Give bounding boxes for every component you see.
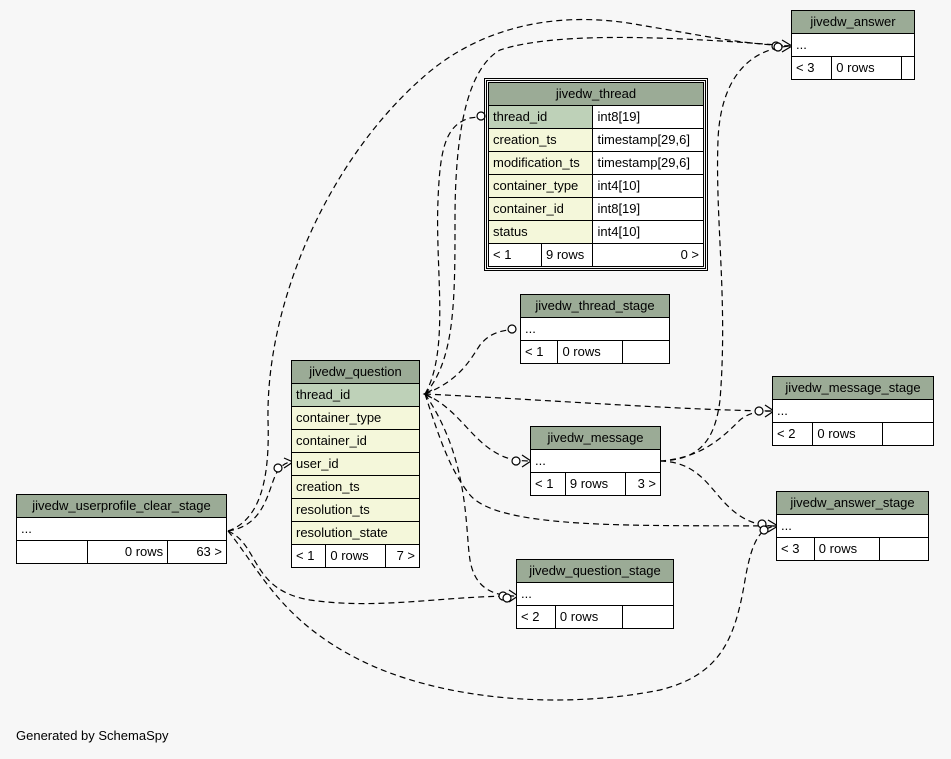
edge-question-message (424, 393, 532, 462)
column-name: container_id (487, 197, 594, 221)
edge-message-answer-stage (659, 460, 777, 527)
edge-question-thread (424, 115, 487, 395)
column-type: timestamp[29,6] (592, 151, 704, 175)
edge-userprofile-question (227, 461, 293, 532)
table-jivedw-userprofile-clear-stage[interactable]: jivedw_userprofile_clear_stage ... 0 row… (16, 494, 227, 564)
edge-end-message (511, 456, 521, 466)
row-count: 0 rows (813, 537, 881, 561)
edge-end-user-id (273, 463, 283, 473)
crowfoot-question-thread (422, 389, 433, 399)
column-name: resolution_state (291, 521, 420, 545)
table-title[interactable]: jivedw_message (530, 426, 661, 450)
column-name: creation_ts (487, 128, 594, 152)
edge-question-answer-stage (424, 393, 777, 527)
column-name: container_id (291, 429, 420, 453)
column-type: int8[19] (592, 105, 704, 129)
edge-end-thread (476, 111, 486, 121)
row-count: 9 rows (564, 472, 627, 496)
children-count (622, 605, 674, 629)
table-jivedw-answer[interactable]: jivedw_answer ... < 3 0 rows (790, 10, 916, 80)
row-count: 0 rows (554, 605, 624, 629)
column-name: thread_id (487, 105, 594, 129)
children-count (882, 422, 934, 446)
edge-end-thread-stage (507, 324, 517, 334)
column-name: resolution_ts (291, 498, 420, 522)
children-count (879, 537, 929, 561)
edge-end-answer-stage-2 (759, 525, 769, 535)
column-type: int4[10] (592, 220, 704, 244)
children-count: 0 > (592, 243, 704, 267)
table-title[interactable]: jivedw_message_stage (772, 376, 934, 400)
table-columns: ... (791, 33, 915, 57)
edge-end-message-stage (754, 406, 764, 416)
edge-question-thread-stage (424, 328, 521, 395)
column-type: int4[10] (592, 174, 704, 198)
children-count (900, 56, 916, 80)
table-title[interactable]: jivedw_userprofile_clear_stage (16, 494, 227, 518)
parents-count: < 2 (771, 422, 814, 446)
footer-generated-by: Generated by SchemaSpy (16, 728, 169, 743)
row-count: 0 rows (831, 56, 902, 80)
table-jivedw-message-stage[interactable]: jivedw_message_stage ... < 2 0 rows (771, 376, 934, 446)
column-name: thread_id (291, 383, 420, 407)
table-columns: ... (516, 582, 674, 606)
edge-question-answer (424, 36, 791, 395)
edge-end-question-stage-2 (502, 593, 512, 603)
row-count: 0 rows (812, 422, 883, 446)
table-jivedw-question-stage[interactable]: jivedw_question_stage ... < 2 0 rows (516, 559, 674, 629)
column-type: timestamp[29,6] (592, 128, 704, 152)
table-title[interactable]: jivedw_question_stage (516, 559, 674, 583)
edge-end-answer-2 (773, 42, 783, 52)
table-title[interactable]: jivedw_answer (791, 10, 915, 34)
column-name: modification_ts (487, 151, 594, 175)
table-jivedw-answer-stage[interactable]: jivedw_answer_stage ... < 3 0 rows (776, 491, 929, 561)
column-name: status (487, 220, 594, 244)
edge-question-question-stage (424, 393, 518, 597)
column-name: user_id (291, 452, 420, 476)
row-count: 0 rows (325, 544, 386, 568)
parents-count: < 1 (488, 243, 542, 267)
row-count: 0 rows (557, 340, 623, 364)
parents-count: < 1 (290, 544, 327, 568)
table-title[interactable]: jivedw_answer_stage (776, 491, 929, 515)
edge-userprofile-answer (227, 18, 791, 532)
column-name: container_type (487, 174, 594, 198)
column-type: int8[19] (592, 197, 704, 221)
row-count: 0 rows (86, 540, 169, 564)
table-title[interactable]: jivedw_thread (488, 82, 704, 106)
children-count: 63 > (167, 540, 227, 564)
table-jivedw-message[interactable]: jivedw_message ... < 1 9 rows 3 > (530, 426, 661, 496)
edge-message-message-stage (659, 410, 773, 462)
parents-count: < 3 (790, 56, 833, 80)
parents-count: < 2 (516, 605, 556, 629)
edge-userprofile-answer-stage (227, 525, 777, 701)
row-count: 9 rows (540, 243, 594, 267)
parents-count: < 3 (776, 537, 815, 561)
edge-message-answer (659, 45, 791, 462)
table-columns: ... (776, 514, 929, 538)
column-name: creation_ts (291, 475, 420, 499)
edge-userprofile-question-stage (227, 530, 518, 605)
table-columns: ... (530, 449, 661, 473)
table-jivedw-question[interactable]: jivedw_question thread_id container_type… (290, 360, 421, 568)
children-count: 7 > (384, 544, 421, 568)
parents-count: < 1 (519, 340, 559, 364)
children-count (622, 340, 670, 364)
table-columns: ... (772, 399, 934, 423)
parents-count: < 1 (530, 472, 566, 496)
column-name: container_type (291, 406, 420, 430)
table-jivedw-thread-stage[interactable]: jivedw_thread_stage ... < 1 0 rows (519, 294, 670, 364)
parents-count (16, 540, 88, 564)
children-count: 3 > (625, 472, 661, 496)
table-columns: ... (520, 317, 670, 341)
table-columns: ... (16, 517, 227, 541)
table-title[interactable]: jivedw_question (291, 360, 420, 384)
table-title[interactable]: jivedw_thread_stage (520, 294, 670, 318)
